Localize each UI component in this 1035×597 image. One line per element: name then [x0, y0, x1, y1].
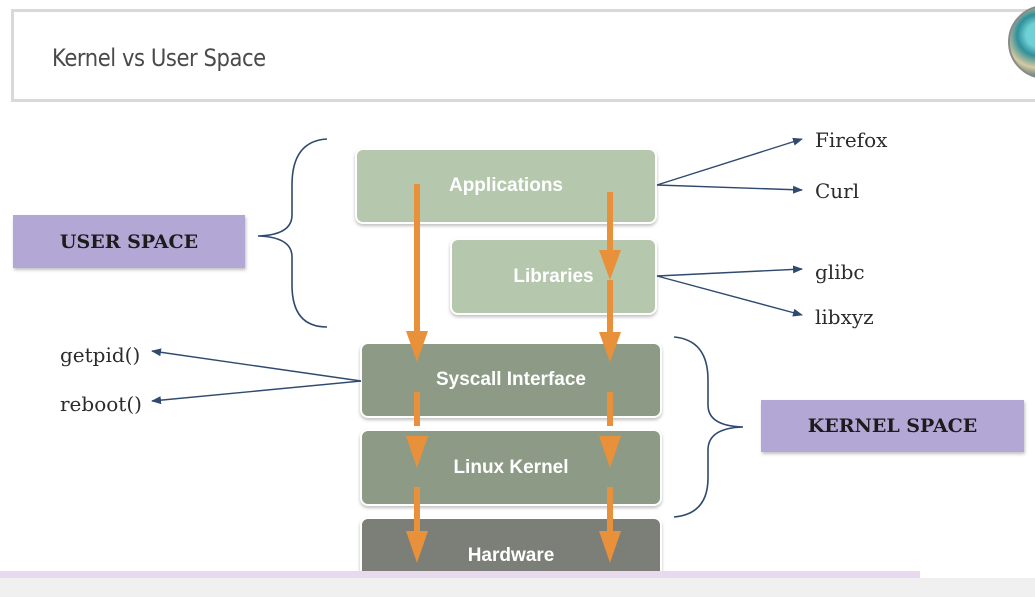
syscall-interface-label: Syscall Interface	[436, 369, 586, 390]
kernel-space-brace	[673, 336, 744, 518]
example-libxyz: libxyz	[815, 305, 874, 329]
example-getpid: getpid()	[60, 343, 141, 367]
example-firefox: Firefox	[815, 128, 888, 152]
example-reboot: reboot()	[60, 392, 142, 416]
applications-label: Applications	[448, 175, 563, 196]
linux-kernel-label: Linux Kernel	[453, 456, 569, 478]
user-space-text: USER SPACE	[59, 230, 199, 253]
pointer-firefox	[656, 137, 803, 186]
libraries-box: Libraries	[450, 238, 657, 315]
kernel-space-text: KERNEL SPACE	[807, 415, 978, 437]
kernel-space-label: KERNEL SPACE	[761, 400, 1024, 452]
pointer-getpid	[151, 348, 362, 382]
pointer-glibc	[656, 265, 803, 277]
pointer-reboot	[151, 380, 362, 405]
page-title: Kernel vs User Space	[52, 44, 266, 72]
user-space-label: USER SPACE	[13, 215, 245, 268]
applications-box: Applications	[355, 148, 657, 224]
progress-bar	[0, 571, 920, 578]
pointer-libxyz	[656, 275, 803, 317]
example-glibc: glibc	[815, 260, 865, 284]
hardware-label: Hardware	[467, 545, 555, 566]
user-space-brace	[257, 138, 328, 328]
syscall-interface-box: Syscall Interface	[360, 342, 662, 418]
pointer-curl	[656, 184, 803, 194]
example-curl: Curl	[815, 179, 860, 203]
title-panel: Kernel vs User Space	[11, 9, 1035, 102]
linux-kernel-box: Linux Kernel	[360, 429, 662, 506]
bottom-strip	[0, 578, 1035, 597]
libraries-label: Libraries	[513, 265, 594, 287]
